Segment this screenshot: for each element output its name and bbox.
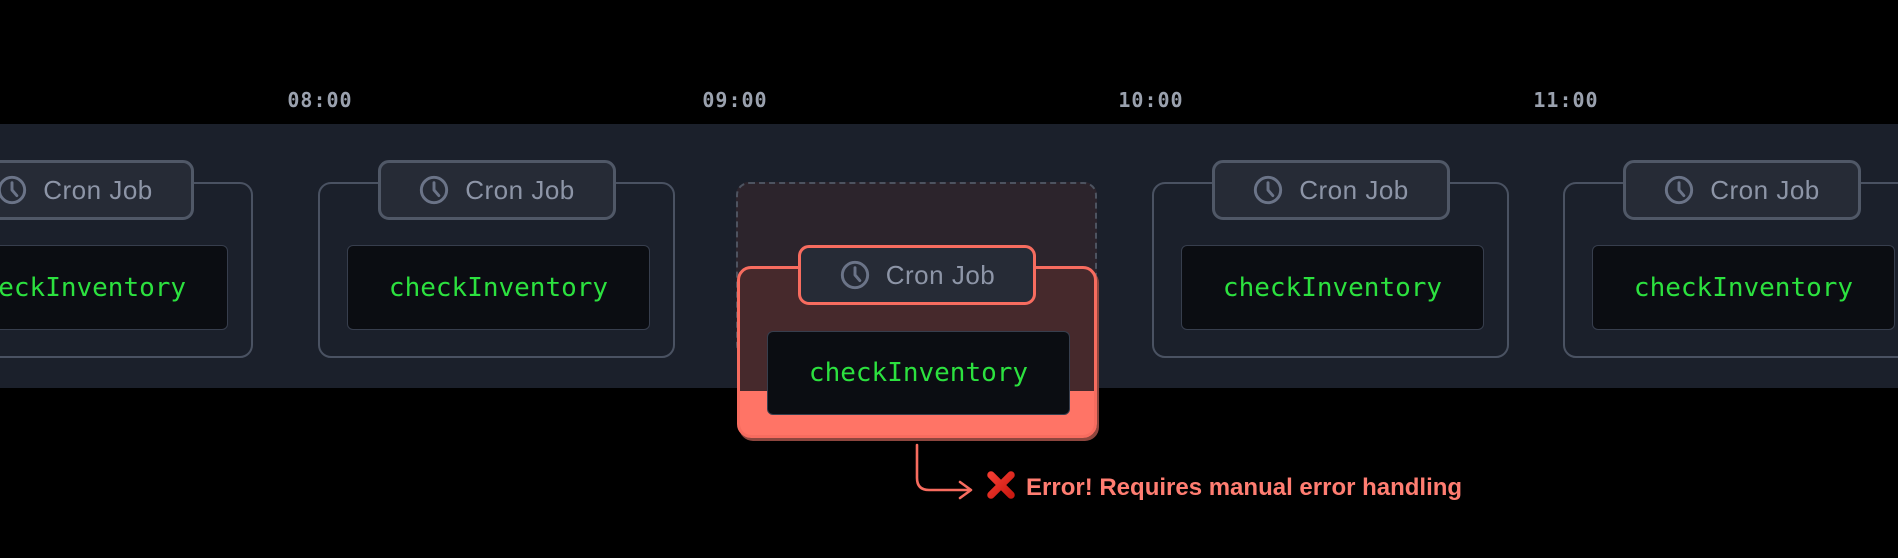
- cron-job-card-error: Cron Job checkInventory: [737, 245, 1097, 438]
- task-name-box: checkInventory: [0, 245, 228, 330]
- task-name-box: checkInventory: [1592, 245, 1895, 330]
- task-name: checkInventory: [388, 272, 609, 303]
- cron-job-badge: Cron Job: [1622, 160, 1861, 220]
- cron-job-card: Cron Job checkInventory: [318, 160, 675, 358]
- cron-job-card: Cron Job checkInventory: [0, 160, 253, 358]
- cron-job-card: Cron Job checkInventory: [1152, 160, 1509, 358]
- badge-label: Cron Job: [1710, 174, 1820, 205]
- cron-job-badge: Cron Job: [798, 245, 1036, 305]
- task-name: checkInventory: [0, 272, 187, 303]
- timestamp-1000: 10:00: [1118, 88, 1184, 112]
- clock-icon: [1665, 175, 1694, 205]
- cron-job-card: Cron Job checkInventory: [1563, 160, 1898, 358]
- clock-icon: [1254, 175, 1283, 205]
- timestamp-0900: 09:00: [702, 88, 768, 112]
- x-mark-icon: [987, 471, 1015, 499]
- task-name: checkInventory: [1633, 272, 1854, 303]
- cron-job-badge: Cron Job: [0, 160, 194, 220]
- badge-label: Cron Job: [465, 174, 575, 205]
- clock-icon: [840, 260, 869, 290]
- cron-job-badge: Cron Job: [377, 160, 616, 220]
- badge-label: Cron Job: [885, 259, 996, 290]
- task-name-box: checkInventory: [347, 245, 650, 330]
- cron-job-badge: Cron Job: [1211, 160, 1450, 220]
- elbow-arrow: [915, 443, 973, 500]
- error-callout-text: Error! Requires manual error handling: [1026, 474, 1463, 501]
- badge-label: Cron Job: [1299, 174, 1409, 205]
- clock-icon: [0, 175, 27, 205]
- task-name-box: checkInventory: [1181, 245, 1484, 330]
- badge-label: Cron Job: [43, 174, 153, 205]
- timestamp-0800: 08:00: [287, 88, 353, 112]
- task-name: checkInventory: [808, 358, 1029, 388]
- task-name: checkInventory: [1222, 272, 1443, 303]
- task-name-box: checkInventory: [767, 331, 1070, 415]
- clock-icon: [420, 175, 449, 205]
- timestamp-1100: 11:00: [1533, 88, 1599, 112]
